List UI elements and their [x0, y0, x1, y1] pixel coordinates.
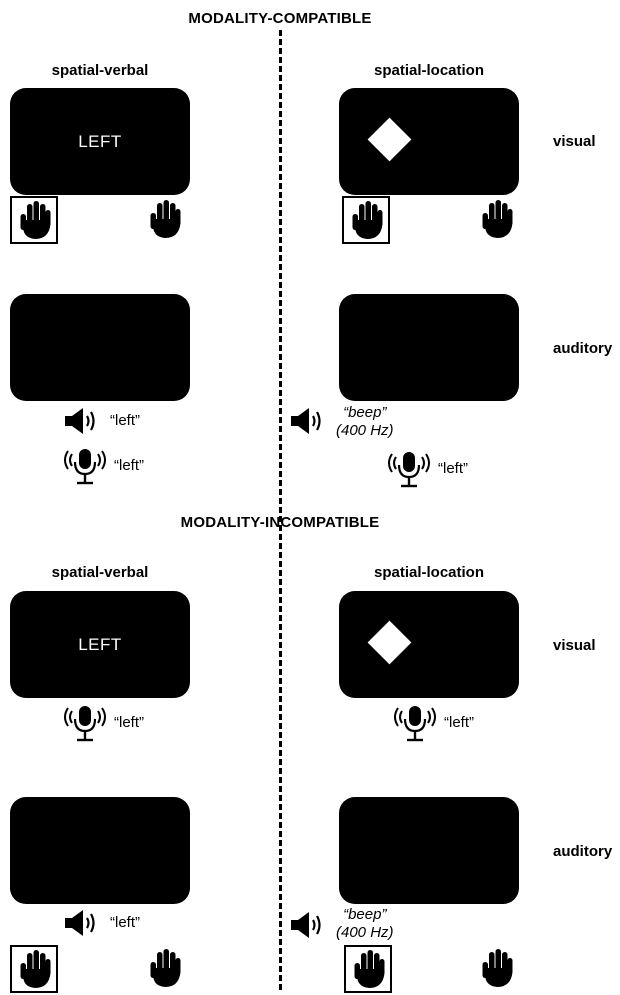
mic-word: “left” [444, 714, 474, 731]
screen-visual-verbal: LEFT [10, 591, 190, 698]
beep-frequency: (400 Hz) [336, 924, 394, 941]
row-label-auditory: auditory [553, 843, 613, 860]
selected-response-box [342, 196, 390, 244]
speaker-icon [290, 910, 326, 940]
beep-frequency: (400 Hz) [336, 422, 394, 439]
beep-word: “beep” [343, 404, 387, 421]
speaker-icon [64, 406, 100, 436]
screen-visual-location [339, 88, 519, 195]
hand-icon [480, 199, 514, 239]
diamond-stimulus [367, 117, 412, 162]
hand-icon [148, 199, 182, 239]
column-header-spatial-location: spatial-location [373, 564, 485, 581]
beep-label: “beep” (400 Hz) [336, 906, 394, 942]
row-label-auditory: auditory [553, 340, 613, 357]
screen-word: LEFT [78, 132, 122, 151]
center-divider [279, 30, 282, 990]
screen-auditory-location [339, 294, 519, 401]
mic-word: “left” [114, 457, 144, 474]
screen-word: LEFT [78, 635, 122, 654]
hand-icon [350, 200, 384, 240]
selected-response-box [10, 945, 58, 993]
hand-icon [148, 948, 182, 988]
hand-icon [480, 948, 514, 988]
diamond-stimulus [367, 620, 412, 665]
speaker-word: “left” [110, 412, 140, 429]
section-heading-incompatible: MODALITY-INCOMPATIBLE [180, 514, 380, 531]
selected-response-box [344, 945, 392, 993]
microphone-icon [386, 450, 432, 490]
hand-icon [18, 200, 52, 240]
row-label-visual: visual [553, 637, 596, 654]
hand-icon [352, 949, 386, 989]
section-heading-compatible: MODALITY-COMPATIBLE [188, 10, 372, 27]
hand-icon [18, 949, 52, 989]
row-label-visual: visual [553, 133, 596, 150]
beep-label: “beep” (400 Hz) [336, 404, 394, 440]
mic-word: “left” [438, 460, 468, 477]
mic-word: “left” [114, 714, 144, 731]
microphone-icon [62, 704, 108, 744]
beep-word: “beep” [343, 906, 387, 923]
screen-auditory-location [339, 797, 519, 904]
speaker-word: “left” [110, 914, 140, 931]
microphone-icon [392, 704, 438, 744]
screen-visual-verbal: LEFT [10, 88, 190, 195]
screen-auditory-verbal [10, 294, 190, 401]
column-header-spatial-verbal: spatial-verbal [51, 564, 149, 581]
selected-response-box [10, 196, 58, 244]
screen-auditory-verbal [10, 797, 190, 904]
speaker-icon [290, 406, 326, 436]
microphone-icon [62, 447, 108, 487]
speaker-icon [64, 908, 100, 938]
column-header-spatial-verbal: spatial-verbal [51, 62, 149, 79]
column-header-spatial-location: spatial-location [373, 62, 485, 79]
screen-visual-location [339, 591, 519, 698]
